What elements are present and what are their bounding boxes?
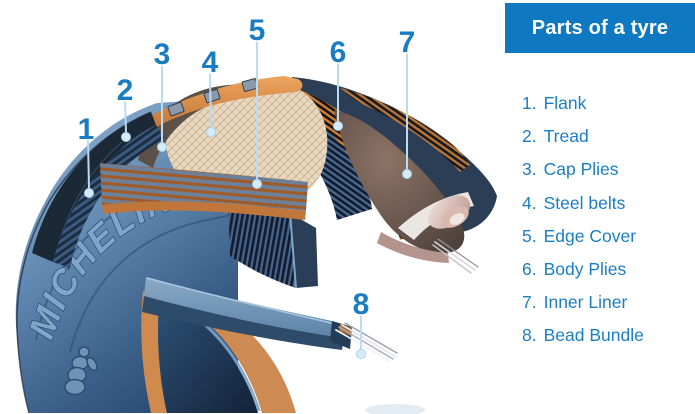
callout-2: 2 — [117, 74, 134, 142]
tyre-cutaway-illustration: MICHELIN — [15, 14, 497, 414]
callout-dot-8 — [356, 349, 366, 359]
callout-dot-1 — [84, 188, 94, 198]
legend-label: Body Plies — [543, 258, 627, 279]
callouts: 1 2 3 4 5 — [78, 14, 416, 359]
legend-num: 8. — [522, 325, 537, 346]
lower-bead-section — [142, 277, 398, 362]
callout-dot-2 — [121, 132, 131, 142]
callout-dot-4 — [206, 127, 216, 137]
page-title: Parts of a tyre — [531, 16, 669, 39]
cut-face-band — [290, 213, 318, 288]
legend-num: 3. — [522, 159, 537, 180]
legend-num: 7. — [522, 292, 537, 313]
legend-num: 2. — [522, 126, 537, 147]
callout-number-6: 6 — [330, 36, 347, 69]
callout-6: 6 — [330, 36, 347, 131]
lower-band-top — [144, 277, 346, 338]
legend-label: Edge Cover — [543, 225, 637, 246]
lower-band-side — [142, 296, 344, 350]
callout-dot-6 — [333, 121, 343, 131]
legend-item-inner-liner: 7. Inner Liner — [522, 286, 644, 319]
legend-label: Flank — [543, 93, 587, 113]
cut-face-highlight — [289, 212, 297, 289]
tread-band — [32, 112, 156, 262]
legend-label: Tread — [543, 126, 589, 147]
ground-shadow — [365, 404, 425, 414]
bead-wires-right — [432, 238, 479, 274]
legend-item-steel-belts: 4. Steel belts — [522, 187, 644, 220]
legend-num: 4. — [522, 192, 537, 213]
callout-number-3: 3 — [154, 38, 171, 71]
callout-number-1: 1 — [78, 113, 95, 146]
callout-3: 3 — [154, 38, 171, 152]
legend-label: Bead Bundle — [543, 325, 644, 346]
shoulder-ribs — [53, 125, 165, 268]
tread-rib-line — [59, 141, 123, 241]
legend-label: Inner Liner — [543, 292, 628, 313]
callout-1: 1 — [78, 113, 95, 198]
callout-7: 7 — [399, 26, 416, 179]
legend-item-edge-cover: 5. Edge Cover — [522, 220, 644, 253]
legend-item-body-plies: 6. Body Plies — [522, 253, 644, 286]
legend-num: 5. — [522, 225, 537, 246]
hole-orange-right-arc — [203, 312, 296, 413]
callout-number-5: 5 — [249, 14, 266, 47]
legend-label: Cap Plies — [543, 159, 619, 180]
legend-label: Steel belts — [543, 192, 626, 213]
callout-dot-3 — [157, 142, 167, 152]
legend-item-bead-bundle: 8. Bead Bundle — [522, 319, 644, 352]
legend-item-cap-plies: 3. Cap Plies — [522, 153, 644, 186]
legend-num: 6. — [522, 258, 537, 279]
hole-navy-arc — [158, 293, 258, 413]
callout-dot-7 — [402, 169, 412, 179]
far-rim-orange-wrap — [340, 88, 470, 172]
callout-8: 8 — [353, 288, 370, 359]
legend-item-tread: 2. Tread — [522, 120, 644, 153]
callout-5: 5 — [249, 14, 266, 189]
callout-number-4: 4 — [202, 46, 219, 79]
callout-number-7: 7 — [399, 26, 416, 59]
hole-orange-left-arc — [141, 291, 167, 413]
bead-seat-ring — [377, 232, 449, 263]
callout-number-8: 8 — [353, 288, 370, 321]
edge-cover-band — [100, 163, 308, 211]
cap-ply-tabs — [167, 78, 259, 117]
bead-cylinder-core — [449, 213, 465, 225]
legend-item-flank: 1. Flank — [522, 87, 644, 120]
callout-number-2: 2 — [117, 74, 134, 107]
hole-rim-highlight — [200, 319, 261, 412]
title-panel: Parts of a tyre — [505, 3, 695, 53]
legend-num: 1. — [522, 93, 537, 113]
callout-4: 4 — [202, 46, 219, 137]
michelin-man-figure — [64, 346, 98, 396]
bead-bundle-wires — [335, 322, 398, 362]
callout-dot-5 — [252, 179, 262, 189]
lower-band-highlight — [146, 277, 345, 327]
cap-ply-orange-band — [138, 76, 303, 141]
bead-assembly — [377, 192, 479, 274]
edge-cover-orange-strip — [102, 201, 306, 220]
parts-legend: 1. Flank 2. Tread 3. Cap Plies 4. Steel … — [522, 87, 644, 353]
